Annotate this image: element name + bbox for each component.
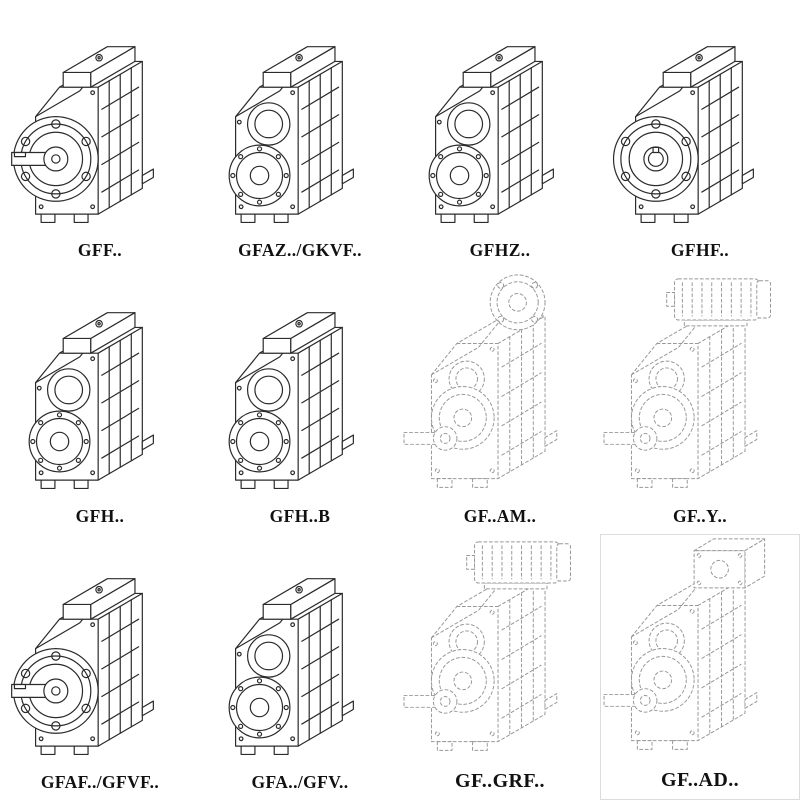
gearbox-cell-5: GFH.. [0, 268, 200, 534]
gearbox-label: GFA../GFV.. [251, 771, 349, 792]
gearbox-label: GFHZ.. [469, 239, 531, 260]
gearbox-drawing-bores [408, 19, 592, 240]
gearbox-label: GF..Y.. [672, 505, 728, 526]
gearbox-cell-3: GFHZ.. [400, 2, 600, 268]
gearbox-drawing-ref [404, 542, 570, 751]
gearbox-label: GFHF.. [670, 239, 730, 260]
gearbox-drawing-flange-plain [608, 19, 792, 240]
gearbox-label: GF..AD.. [660, 769, 740, 791]
gearbox-cell-12: GF..AD.. [600, 534, 800, 800]
gearbox-drawing-bores [208, 285, 392, 506]
gearbox-cell-8: GF..Y.. [600, 268, 800, 534]
gearbox-drawing-ref [404, 275, 557, 487]
gearbox-label: GFAF../GFVF.. [40, 771, 160, 792]
gearbox-cell-7: GF..AM.. [400, 268, 600, 534]
gearbox-cell-1: GFF.. [0, 2, 200, 268]
gearbox-cell-4: GFHF.. [600, 2, 800, 268]
gearbox-label: GFH..B [269, 505, 331, 526]
gearbox-drawing-bores [208, 551, 392, 772]
gearbox-cell-6: GFH..B [200, 268, 400, 534]
gearbox-drawing-ref [229, 312, 353, 488]
gearbox-drawing-motor [602, 271, 798, 506]
gearbox-label: GFF.. [77, 239, 123, 260]
gearbox-cell-11: GF..GRF.. [400, 534, 600, 800]
gearbox-drawing-ref [429, 46, 553, 222]
gearbox-drawing-ref [29, 312, 153, 488]
gearbox-label: GF..AM.. [463, 505, 537, 526]
gearbox-drawing-ref [604, 279, 770, 488]
gearbox-drawing-ref [12, 46, 154, 222]
gearbox-label: GF..GRF.. [455, 770, 545, 792]
gearbox-drawing-ref [229, 46, 353, 222]
gearbox-drawing-adapter [602, 534, 798, 768]
gearbox-drawing-flange-shaft [8, 551, 192, 772]
gearbox-drawing-bores [208, 19, 392, 240]
gearbox-label: GFAZ../GKVF.. [238, 239, 362, 260]
gearbox-drawing-ref [604, 539, 765, 750]
gearbox-drawing-ref [12, 578, 154, 754]
gearbox-drawing-input-flange [402, 271, 598, 506]
gearbox-cell-10: GFA../GFV.. [200, 534, 400, 800]
gearbox-drawing-motor [402, 534, 598, 769]
gearbox-drawing-bores [8, 285, 192, 506]
gearbox-drawing-ref [614, 46, 754, 222]
gearbox-drawing-ref [229, 578, 353, 754]
gearbox-label: GFH.. [75, 505, 125, 526]
gearbox-cell-9: GFAF../GFVF.. [0, 534, 200, 800]
gearbox-drawing-flange-shaft [8, 19, 192, 240]
gearbox-cell-2: GFAZ../GKVF.. [200, 2, 400, 268]
